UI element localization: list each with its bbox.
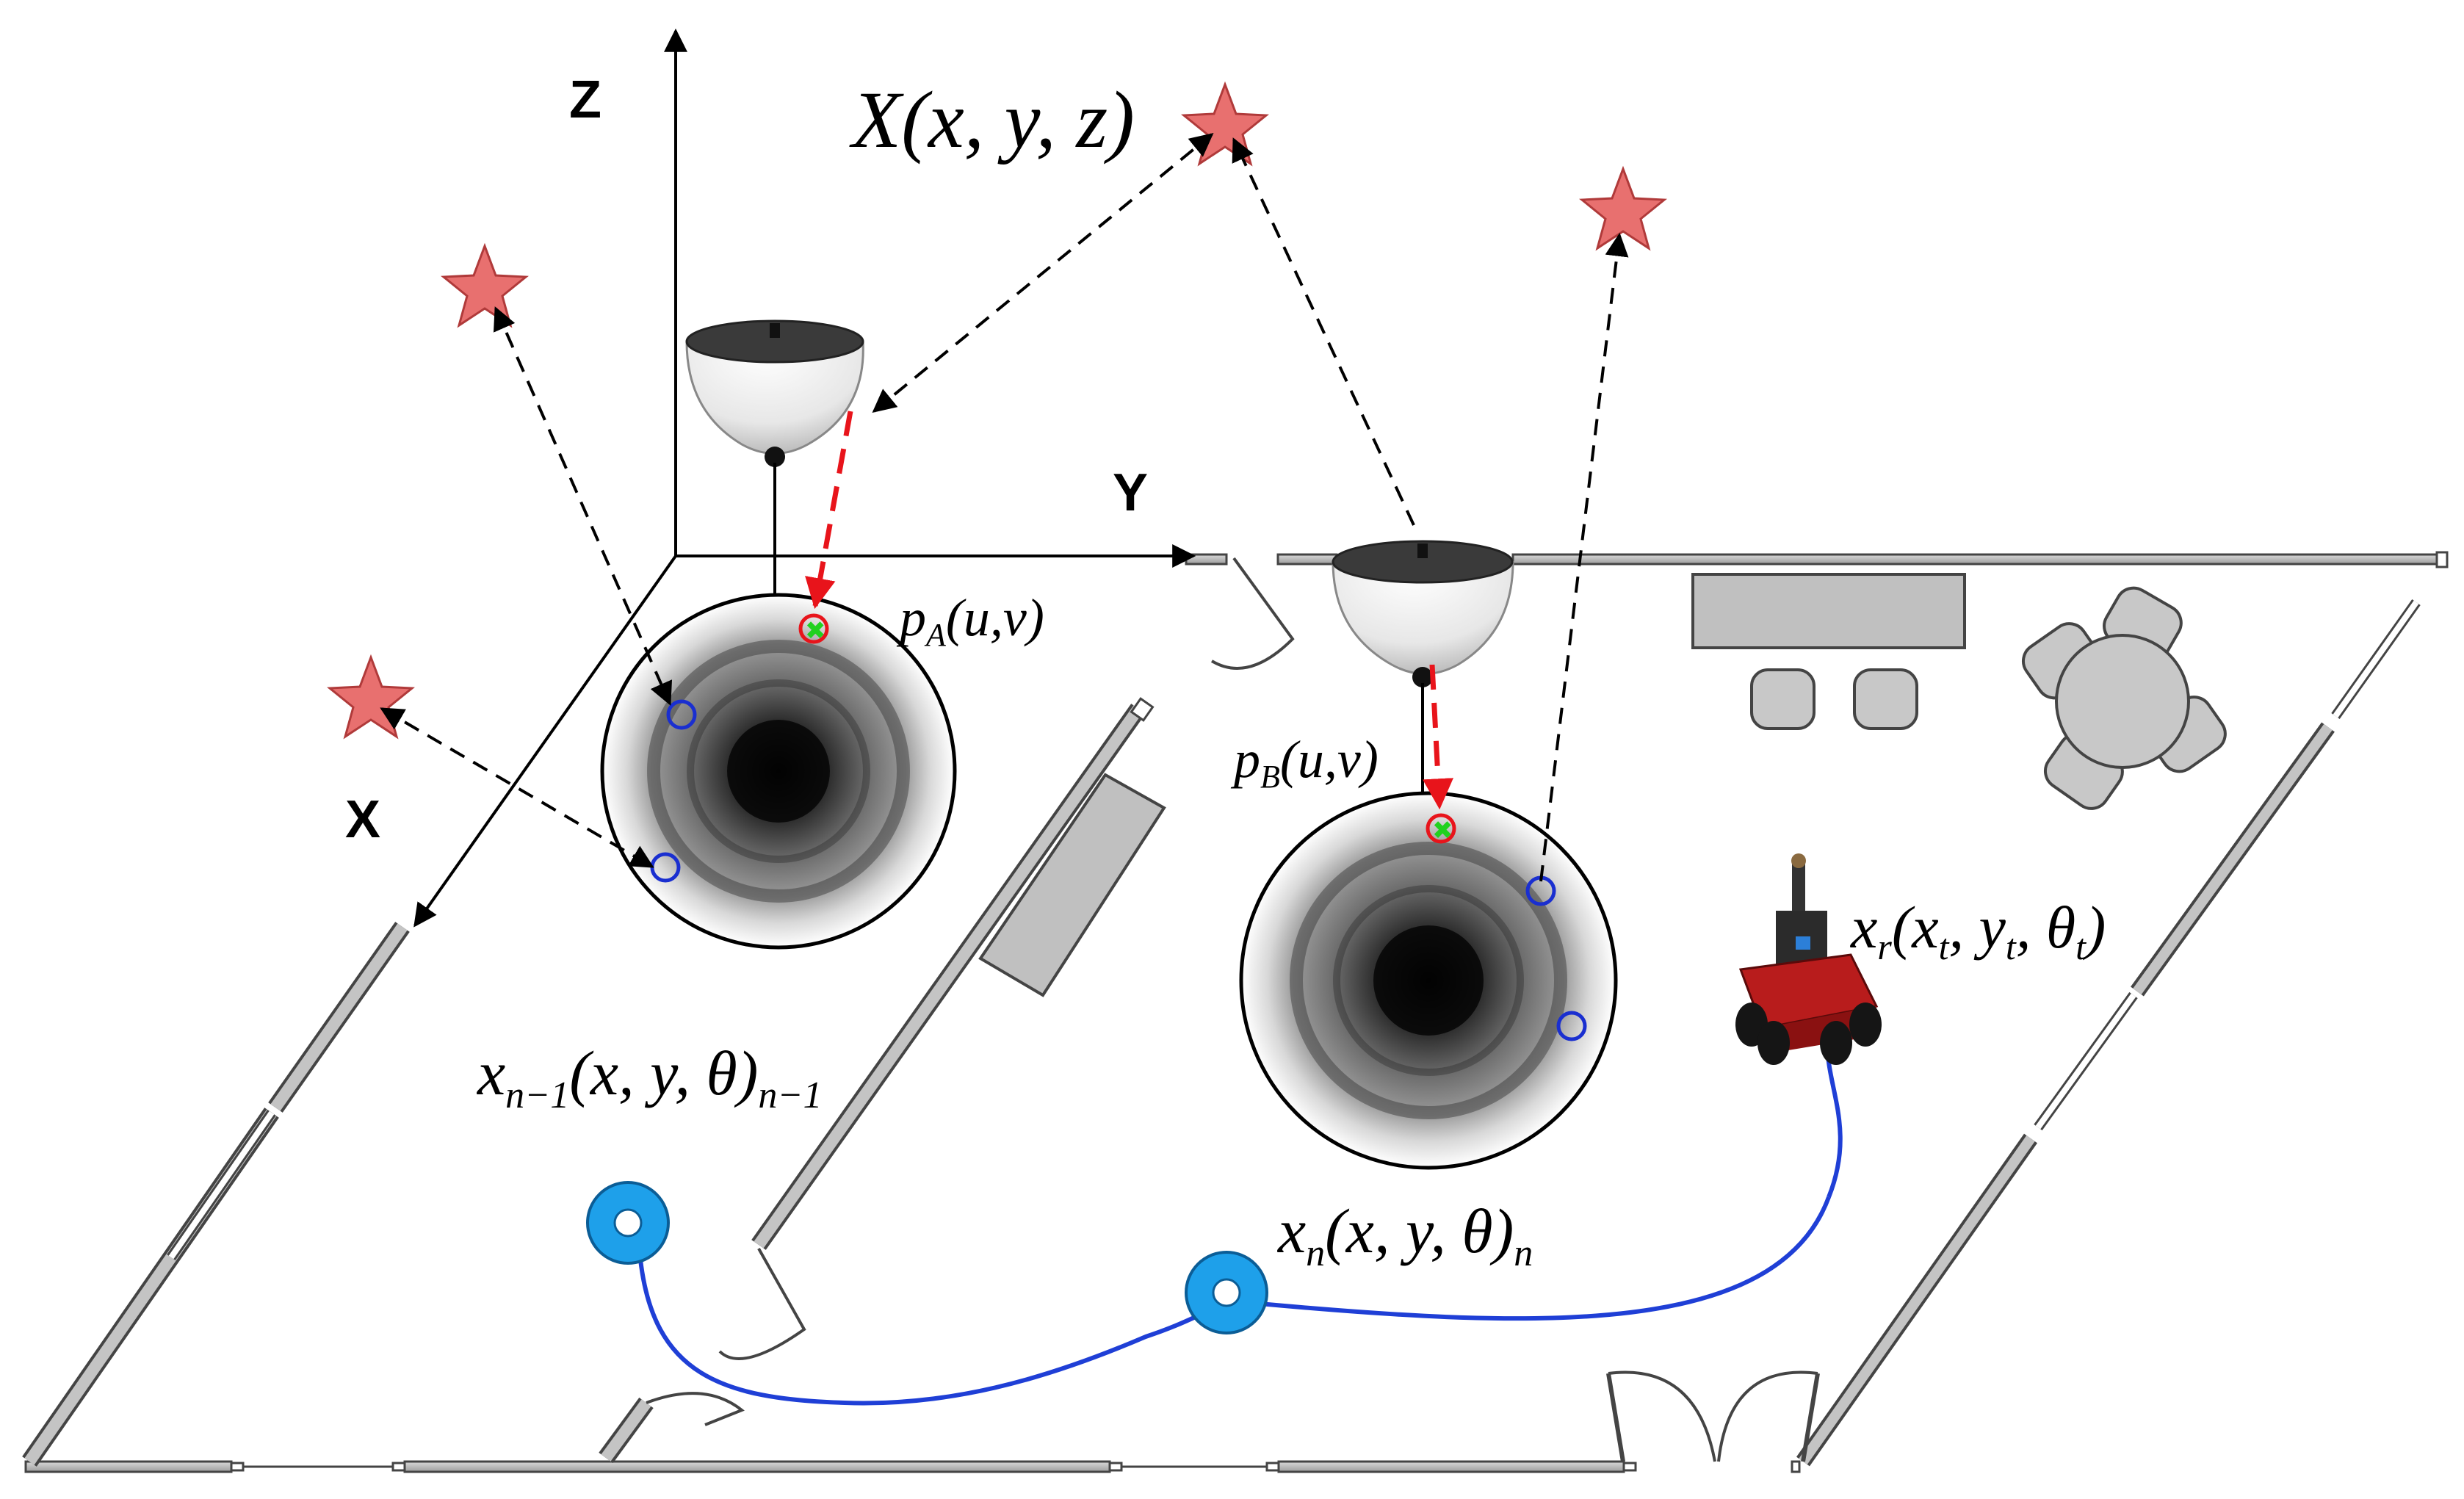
curr-pose-label: xn(x, y, θ)n: [1276, 1196, 1533, 1274]
left-wall: [22, 922, 410, 1467]
projection-rays: [805, 411, 1454, 810]
camera-a: [685, 319, 864, 595]
node-prev: [586, 1181, 670, 1265]
pa-label: pA(u,v): [896, 588, 1044, 653]
y-axis-label: Y: [1113, 463, 1148, 522]
bottom-wall: [24, 1460, 1801, 1473]
double-door: [1606, 1370, 1820, 1462]
svg-text:✖: ✖: [1432, 816, 1453, 845]
projection-point-a: [798, 613, 829, 644]
prev-pose-label: xn−1(x, y, θ)n−1: [476, 1038, 822, 1116]
star-landmark-left: [441, 242, 529, 328]
robot-pose-label: xr(xt, yt, θt): [1850, 894, 2106, 967]
svg-text:✖: ✖: [805, 616, 826, 646]
omni-image-a: ✖: [600, 593, 957, 950]
landmarks: [327, 81, 1667, 740]
star-landmark-top: [1181, 81, 1269, 167]
middle-wall: [599, 557, 1295, 1464]
pb-label: pB(u,v): [1230, 730, 1379, 795]
round-table: [2021, 586, 2227, 810]
feature-b2: [1556, 1011, 1587, 1041]
projection-point-b: [1426, 813, 1456, 844]
z-axis-label: Z: [569, 71, 601, 129]
star-landmark-right: [1579, 165, 1667, 251]
mobile-robot: [1735, 853, 1882, 1065]
right-wall: [1796, 599, 2421, 1467]
landmark-label: X(x, y, z): [849, 75, 1135, 165]
observation-rays: [380, 132, 1629, 882]
camera-b: [1332, 540, 1514, 808]
furniture: [1691, 573, 2227, 810]
feature-a1: [666, 699, 697, 730]
floor-plan: [22, 551, 2449, 1473]
robot-trajectory: [586, 1035, 1843, 1406]
x-axis-label: X: [345, 790, 380, 849]
star-landmark-lower-left: [327, 654, 415, 740]
omni-image-b: ✖: [1239, 791, 1618, 1170]
node-curr: [1185, 1251, 1268, 1334]
